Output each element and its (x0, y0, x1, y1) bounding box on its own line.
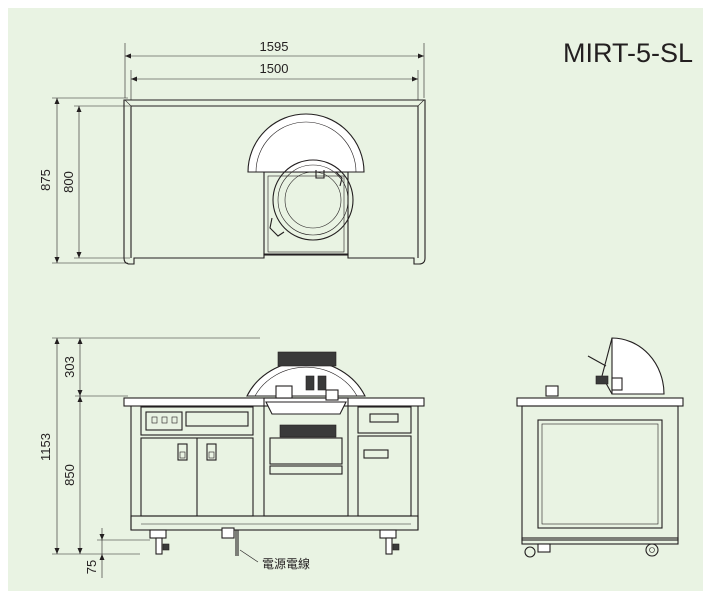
dim-height-303: 303 (62, 356, 77, 378)
side-view (516, 337, 684, 558)
model-title: MIRT-5-SL (563, 38, 693, 68)
dim-depth-875: 875 (38, 169, 53, 191)
power-cord-label: 電源電線 (262, 556, 310, 571)
dim-height-75: 75 (84, 560, 99, 574)
top-view: 1595 1500 875 800 (38, 39, 426, 265)
drawing-background (8, 8, 703, 591)
dim-height-850: 850 (62, 464, 77, 486)
dim-height-1153: 1153 (38, 433, 53, 461)
dim-width-1595: 1595 (260, 39, 289, 54)
front-view: 1153 303 850 75 (38, 337, 425, 578)
dim-depth-800: 800 (61, 171, 76, 193)
dim-width-1500: 1500 (260, 61, 289, 76)
